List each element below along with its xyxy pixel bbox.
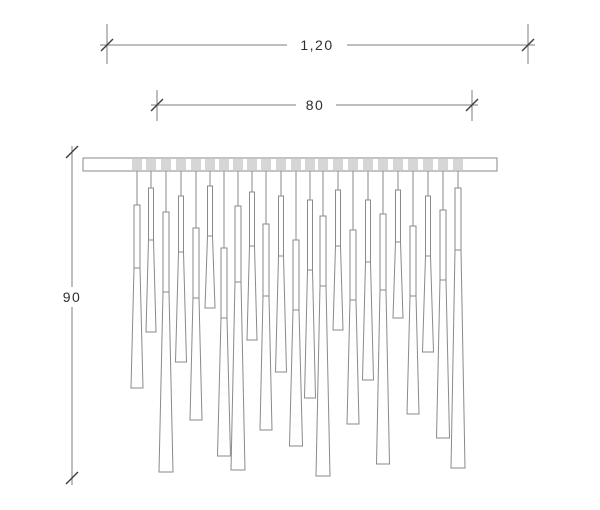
dim-inner-width: 80: [150, 90, 479, 121]
dim-height: 90: [54, 145, 90, 485]
tube-tapered-section: [204, 235, 216, 309]
tube-upper-section: [349, 229, 357, 301]
tube-tapered-section: [230, 281, 246, 471]
tube-tapered-section: [392, 241, 404, 319]
dim-slash-top: [65, 145, 79, 159]
tube-tapered-section: [216, 317, 232, 457]
dim-label-bg: [54, 287, 90, 307]
tube-upper-section: [178, 195, 184, 253]
dim-height-label: 90: [63, 289, 82, 305]
tube-upper-section: [162, 211, 170, 293]
tube-tapered-section: [332, 245, 344, 331]
tube-upper-section: [220, 247, 228, 319]
tube-upper-section: [307, 199, 313, 271]
dim-slash-left: [150, 98, 164, 112]
tube-upper-section: [148, 187, 154, 241]
tube-tapered-section: [130, 267, 144, 389]
dim-slash-right: [465, 98, 479, 112]
tube-upper-section: [292, 239, 300, 311]
dim-inner-width-label: 80: [306, 97, 325, 113]
tube-tapered-section: [315, 285, 331, 477]
tube-tapered-section: [145, 239, 157, 333]
tube-upper-section: [335, 189, 341, 247]
tube-tapered-section: [303, 269, 317, 399]
tube-upper-section: [319, 215, 327, 287]
tube-tapered-section: [259, 295, 273, 431]
tube-tapered-section: [421, 255, 435, 353]
dim-slash-left: [100, 38, 114, 52]
tube-tapered-section: [435, 279, 451, 439]
tube-upper-section: [409, 225, 417, 297]
tube-upper-section: [278, 195, 284, 257]
tube-tapered-section: [361, 261, 375, 381]
tube-upper-section: [365, 199, 371, 263]
dim-slash-right: [521, 38, 535, 52]
tube-tapered-section: [158, 291, 174, 473]
tube-upper-section: [192, 227, 200, 299]
tube-tapered-section: [189, 297, 203, 421]
tube-upper-section: [439, 209, 447, 281]
plate-hatch: [132, 159, 463, 170]
dim-label-bg: [296, 95, 336, 115]
tube-tapered-section: [450, 249, 466, 469]
tube-tapered-section: [174, 251, 188, 363]
tube-upper-section: [262, 223, 270, 297]
tube-tapered-section: [274, 255, 288, 373]
tube-upper-section: [425, 195, 431, 257]
tube-tapered-section: [246, 245, 258, 341]
tube-upper-section: [249, 191, 255, 247]
rods: [130, 171, 466, 477]
tube-upper-section: [454, 187, 462, 251]
dim-label-bg: [287, 35, 347, 55]
tube-upper-section: [133, 204, 141, 269]
tube-upper-section: [379, 213, 387, 291]
tube-tapered-section: [288, 309, 304, 447]
tube-upper-section: [207, 185, 213, 237]
tube-tapered-section: [346, 299, 360, 425]
tube-tapered-section: [406, 295, 420, 415]
ceiling-plate: [82, 157, 498, 172]
dim-total-width-label: 1,20: [300, 37, 333, 53]
tube-tapered-section: [375, 289, 391, 465]
dim-slash-bottom: [65, 471, 79, 485]
tube-upper-section: [234, 205, 242, 283]
tube-upper-section: [395, 189, 401, 243]
dim-total-width: 1,20: [100, 24, 535, 64]
